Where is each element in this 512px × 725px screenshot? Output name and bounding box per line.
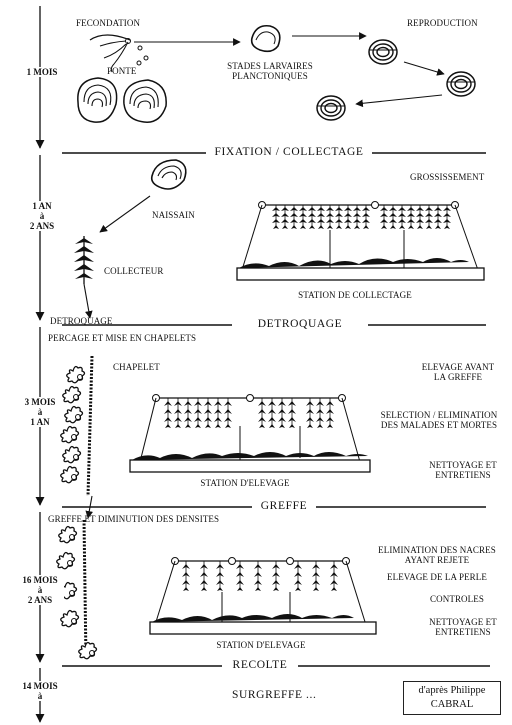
greffe-diminution-label: GREFFE ET DIMINUTION DES DENSITES	[48, 514, 219, 524]
time-marker-16-mois-line2: à	[16, 585, 64, 595]
time-marker-1-mois: 1 MOIS	[22, 67, 62, 77]
time-marker-3-mois-line2: à	[18, 407, 62, 417]
stage-surgreffe: SURGREFFE ...	[232, 690, 317, 700]
credit-line-2: CABRAL	[404, 698, 500, 712]
time-marker-1-an-line1: 1 AN	[22, 201, 62, 211]
station-elevage-1-label: STATION D'ELEVAGE	[180, 478, 310, 488]
time-marker-1-an-line2: à	[22, 211, 62, 221]
nettoyage-1-label-2: ENTRETIENS	[420, 470, 506, 480]
spawning-oysters	[78, 78, 166, 122]
elevage-avant-label-1: ELEVAGE AVANT	[412, 362, 504, 372]
stage-greffe: GREFFE	[252, 501, 316, 511]
detroquage-small-label: DETROQUAGE	[50, 316, 113, 326]
selection-label-1: SELECTION / ELIMINATION	[372, 410, 506, 420]
ponte-label: PONTE	[107, 66, 137, 76]
time-marker-14-mois-line2: à	[16, 691, 64, 701]
time-marker-3-mois-line3: 1 AN	[18, 417, 62, 427]
credit-box: d'après Philippe CABRAL	[403, 681, 501, 715]
nettoyage-1-label-1: NETTOYAGE ET	[420, 460, 506, 470]
chapelet-illustration	[61, 356, 92, 518]
naissain-label: NAISSAIN	[152, 210, 195, 220]
stage-fixation-collectage: FIXATION / COLLECTAGE	[206, 147, 372, 157]
station-collectage-label: STATION DE COLLECTAGE	[280, 290, 430, 300]
larval-stages	[252, 26, 280, 52]
collecteur-illustration	[74, 236, 94, 318]
time-marker-3-mois-line1: 3 MOIS	[18, 397, 62, 407]
credit-line-1: d'après Philippe	[404, 684, 500, 698]
grossissement-label: GROSSISSEMENT	[410, 172, 484, 182]
chapelet-label: CHAPELET	[113, 362, 160, 372]
controles-label: CONTROLES	[410, 594, 504, 604]
naissain-illustration	[100, 160, 186, 232]
larval-stages-label-2: PLANCTONIQUES	[222, 71, 318, 81]
time-marker-1-an-line3: 2 ANS	[22, 221, 62, 231]
time-marker-14-mois-line1: 14 MOIS	[16, 681, 64, 691]
collecteur-label: COLLECTEUR	[104, 266, 164, 276]
reproduction-label: REPRODUCTION	[407, 18, 478, 28]
elevage-avant-label-2: LA GREFFE	[412, 372, 504, 382]
nettoyage-2-label-2: ENTRETIENS	[420, 627, 506, 637]
stage-detroquage: DETROQUAGE	[232, 319, 368, 329]
larval-stages-label-1: STADES LARVAIRES	[222, 61, 318, 71]
station-elevage-2	[150, 558, 376, 635]
elimination-label-1: ELIMINATION DES NACRES	[366, 545, 508, 555]
selection-label-2: DES MALADES ET MORTES	[372, 420, 506, 430]
stage-recolte: RECOLTE	[222, 660, 298, 670]
station-elevage-1	[130, 395, 370, 473]
station-collectage	[237, 202, 484, 281]
station-elevage-2-label: STATION D'ELEVAGE	[196, 640, 326, 650]
nettoyage-2-label-1: NETTOYAGE ET	[420, 617, 506, 627]
percage-label: PERCAGE ET MISE EN CHAPELETS	[48, 333, 196, 343]
elevage-perle-label: ELEVAGE DE LA PERLE	[370, 572, 504, 582]
fecondation-label: FECONDATION	[76, 18, 140, 28]
time-marker-16-mois-line3: 2 ANS	[16, 595, 64, 605]
elimination-label-2: AYANT REJETE	[366, 555, 508, 565]
growing-shells	[292, 36, 475, 120]
time-marker-16-mois-line1: 16 MOIS	[16, 575, 64, 585]
